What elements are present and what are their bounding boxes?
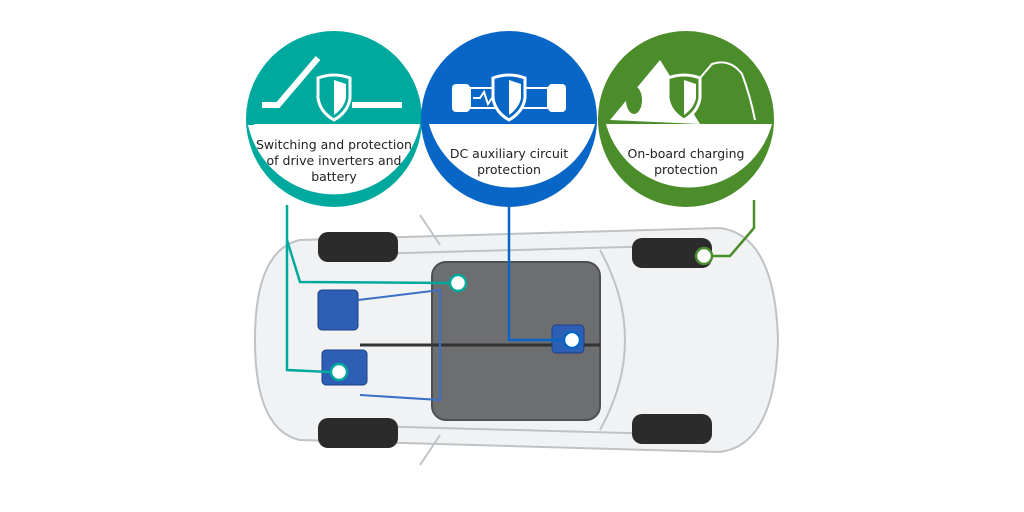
plug-icon xyxy=(699,61,756,121)
teal-leader-line-2 xyxy=(285,239,451,285)
callout-green xyxy=(598,31,774,207)
blue-leader-line xyxy=(507,205,564,342)
callout-label-blue: DC auxiliary circuit protection xyxy=(449,146,569,177)
switch-icon xyxy=(262,56,321,108)
wheels xyxy=(318,232,712,448)
teal-leader-line xyxy=(285,205,331,374)
shield-icon xyxy=(316,73,352,122)
callout-teal xyxy=(246,31,422,207)
callout-label-green: On-board charging protection xyxy=(627,146,745,177)
connection-markers xyxy=(329,246,714,382)
callout-label-teal: Switching and protection of drive invert… xyxy=(256,137,412,184)
green-leader-line xyxy=(712,200,756,258)
callout-blue xyxy=(421,31,597,207)
